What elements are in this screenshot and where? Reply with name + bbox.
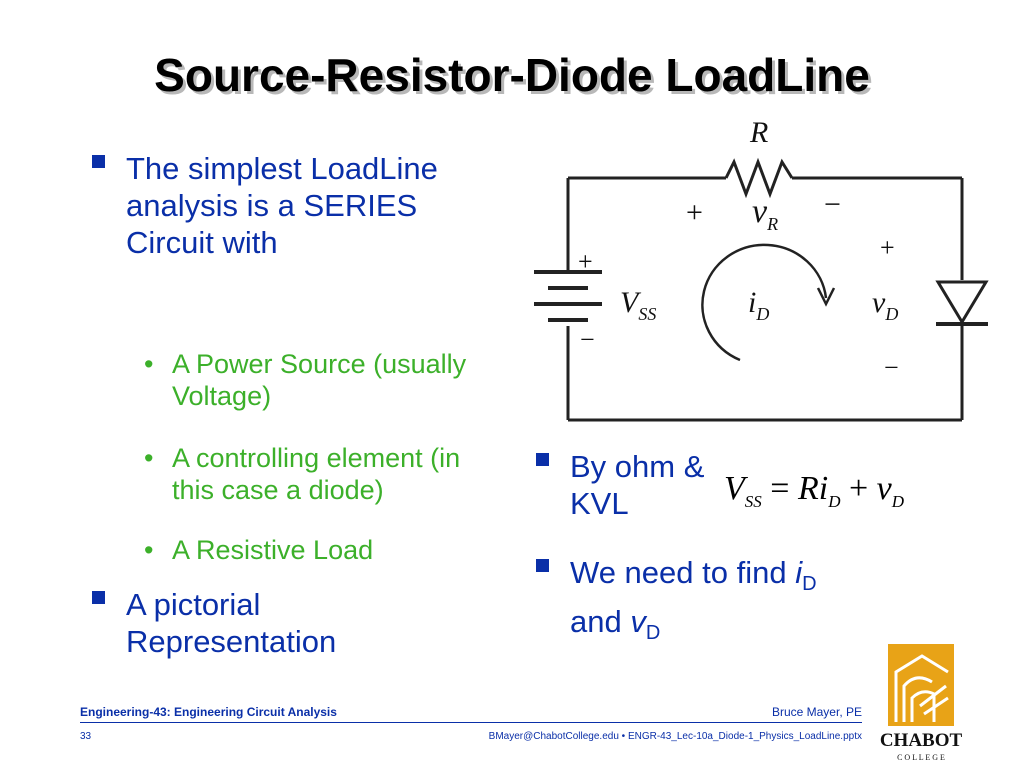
dot-bullet-icon: • [144,349,154,379]
bullet-find-id-vd: We need to find iD and vD [536,554,910,652]
chabot-logo-icon: CHABOT C O L L E G E [880,644,963,762]
footer-file-info: BMayer@ChabotCollege.edu • ENGR-43_Lec-1… [488,731,862,742]
square-bullet-icon [92,155,105,168]
vss-plus: + [578,247,593,276]
course-name: Engineering-43: Engineering Circuit Anal… [80,705,337,719]
kvl-equation: VSS = RiD + vD [724,470,905,511]
vss-minus: − [580,325,595,354]
chabot-logo: CHABOT C O L L E G E [876,642,966,768]
subbullet-controlling-element: • A controlling element (in this case a … [144,443,461,505]
current-loop-arrow-icon [701,243,828,362]
vr-plus: + [686,196,703,229]
resistor-icon [724,157,794,199]
subbullet-resistive-load: • A Resistive Load [144,535,374,565]
square-bullet-icon [92,591,105,604]
square-bullet-icon [536,559,549,572]
id-label: iD [748,286,769,324]
bullet-pictorial: A pictorial Representation [92,586,426,660]
vd-minus: − [884,353,899,382]
vd-label: vD [872,286,898,324]
vss-label: VSS [620,286,656,324]
vr-label: vR [752,193,778,234]
bullet-series-circuit: The simplest LoadLine analysis is a SERI… [92,150,496,261]
subbullet-power-source: • A Power Source (usually Voltage) [144,349,467,411]
footer-divider [80,722,862,723]
vr-minus: − [824,188,841,221]
svg-text:C O L L E G E: C O L L E G E [897,753,945,762]
page-number: 33 [80,731,92,742]
dot-bullet-icon: • [144,535,154,565]
diode-icon [935,280,989,326]
vd-plus: + [880,233,895,262]
battery-icon [534,270,602,322]
resistor-label: R [749,116,768,149]
square-bullet-icon [536,453,549,466]
slide-title: Source-Resistor-Diode LoadLine [154,49,870,101]
author-name: Bruce Mayer, PE [771,705,862,719]
svg-text:CHABOT: CHABOT [880,730,963,751]
bullet-ohm-kvl: By ohm & KVL [536,448,710,522]
dot-bullet-icon: • [144,443,154,473]
